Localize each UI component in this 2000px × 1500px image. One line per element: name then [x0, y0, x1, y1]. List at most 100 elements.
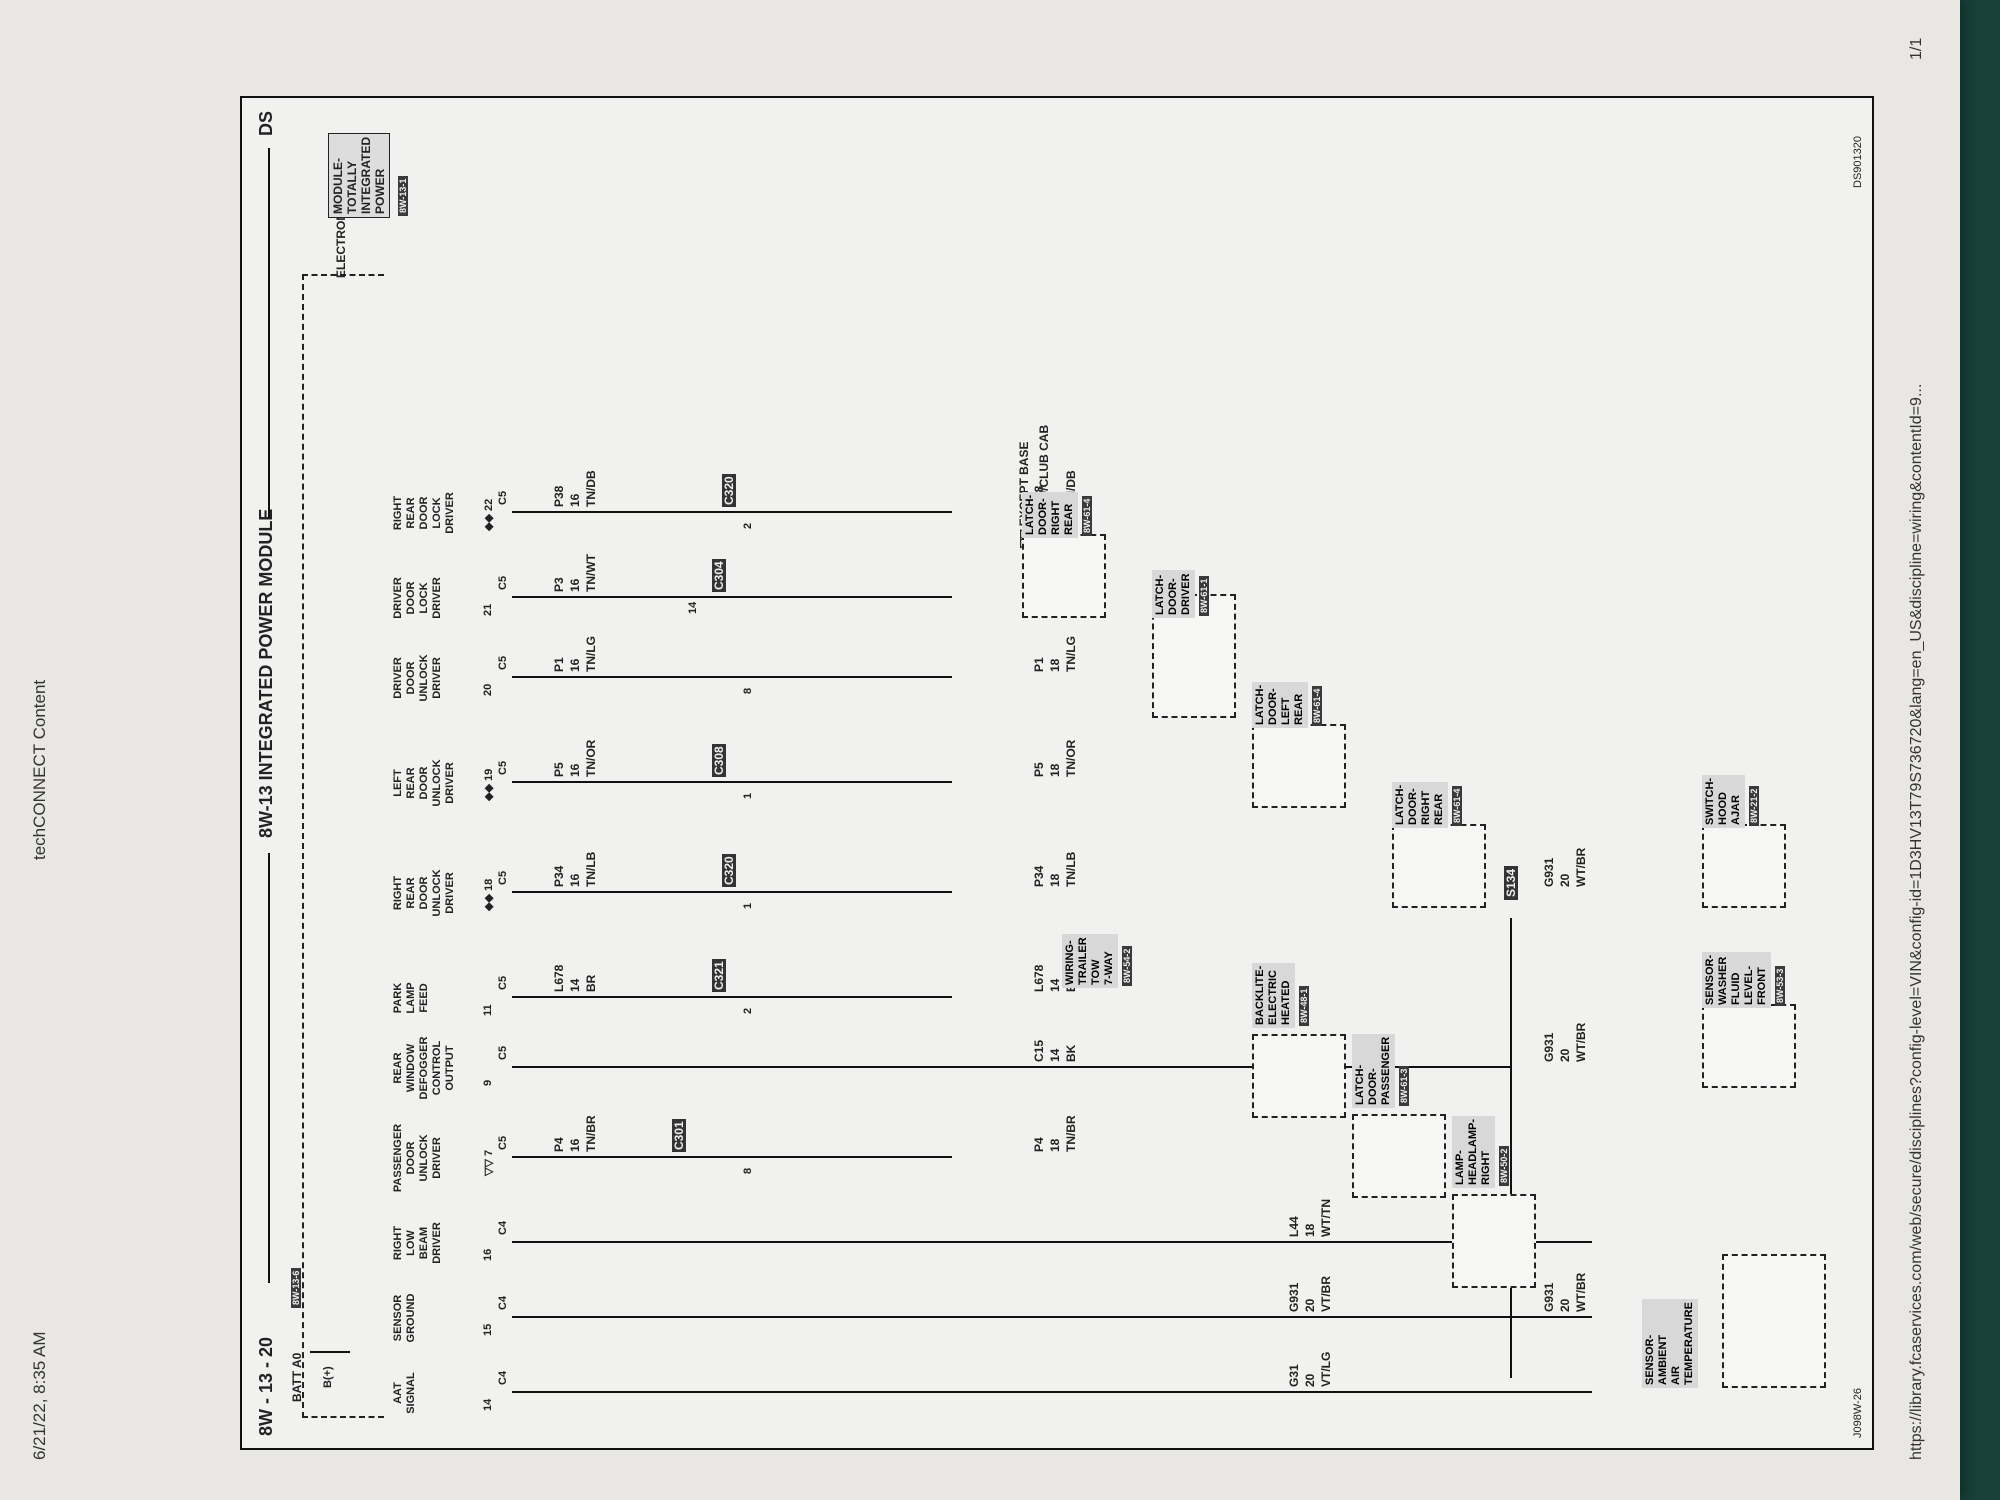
component-box [1252, 1034, 1346, 1118]
function-label: AAT SIGNAL [392, 1372, 417, 1414]
wire-gauge-bottom: 18 [1048, 1138, 1062, 1152]
wire-color-bottom: TN/LB [1064, 851, 1078, 887]
wire-code-bottom: C15 [1032, 1039, 1046, 1062]
harness-wire [512, 891, 952, 893]
component-label: BACKLITE- ELECTRIC HEATED [1252, 962, 1295, 1028]
function-label: DRIVER DOOR UNLOCK DRIVER [392, 654, 443, 702]
harness-wire [512, 676, 952, 678]
component-label: SENSOR- AMBIENT AIR TEMPERATURE [1642, 1299, 1698, 1388]
wire-code-bottom: L678 [1032, 964, 1046, 992]
inline-connector: C320 [722, 474, 736, 507]
component-box [1722, 1254, 1826, 1388]
harness-wire [512, 996, 952, 998]
component-label: SENSOR- WASHER FLUID LEVEL- FRONT [1702, 951, 1771, 1008]
component-ref: 8W-50-2 [1499, 1145, 1509, 1186]
wire-gauge-top: 16 [568, 873, 582, 887]
ground-bus-wire [1510, 918, 1512, 1378]
ground-wire-gauge: 20 [1558, 1298, 1572, 1312]
ground-wire-color: WT/BR [1574, 1272, 1588, 1312]
function-label: REAR WINDOW DEFOGGER CONTROL OUTPUT [392, 1036, 456, 1100]
wire-color-bottom: TN/LG [1064, 636, 1078, 672]
wire-gauge-top: 16 [568, 493, 582, 507]
connector-id: C4 [497, 1295, 509, 1310]
wire-gauge-top: 16 [568, 763, 582, 777]
component-label: LATCH- DOOR- PASSENGER [1352, 1033, 1395, 1108]
pin-number: 20 [482, 683, 494, 696]
inline-connector: C301 [672, 1119, 686, 1152]
module-label: MODULE- TOTALLY INTEGRATED POWER [328, 132, 390, 218]
wire-gauge-bottom: 20 [1303, 1298, 1317, 1312]
component-ref: 8W-61-1 [1199, 575, 1209, 616]
print-site-title: techCONNECT Content [30, 679, 49, 860]
connector-id: C5 [497, 1045, 509, 1060]
ground-wire-gauge: 20 [1558, 873, 1572, 887]
module-ref: 8W-13-1 [398, 175, 408, 216]
wire-gauge-top: 16 [568, 1138, 582, 1152]
inline-connector: C320 [722, 854, 736, 887]
wire-color-bottom: WT/TN [1319, 1199, 1333, 1237]
ground-wire-code: G931 [1542, 1282, 1556, 1312]
pin-number: 9 [482, 1079, 494, 1086]
wire-code-bottom: G931 [1287, 1282, 1301, 1312]
footer-right-code: DS901320 [1852, 136, 1864, 188]
wire-gauge-top: 16 [568, 578, 582, 592]
connector-id: C5 [497, 760, 509, 775]
wire-code-bottom: P5 [1032, 762, 1046, 777]
harness-wire [512, 1391, 1592, 1393]
connector-id: C5 [497, 575, 509, 590]
function-label: RIGHT LOW BEAM DRIVER [392, 1222, 443, 1264]
wire-color-top: TN/DB [584, 470, 598, 507]
pin-number: 14 [482, 1398, 494, 1411]
wire-gauge-bottom: 18 [1048, 658, 1062, 672]
connector-id: C4 [497, 1220, 509, 1235]
component-label: LATCH- DOOR- RIGHT REAR [1392, 781, 1448, 828]
wire-gauge-top: 16 [568, 658, 582, 672]
footer-left-code: J098W-26 [1852, 1388, 1864, 1438]
component-ref: 8W-21-2 [1749, 785, 1759, 826]
component-box [1392, 824, 1486, 908]
wire-code-bottom: P1 [1032, 657, 1046, 672]
inline-pin: 2 [742, 522, 754, 529]
component-label: LATCH- DOOR- LEFT REAR [1252, 681, 1308, 728]
wire-gauge-bottom: 14 [1048, 978, 1062, 992]
pin-number: ▽▽ 7 [483, 1149, 495, 1176]
wire-color-top: TN/LG [584, 636, 598, 672]
component-box [1022, 534, 1106, 618]
wire-color-bottom: TN/OR [1064, 739, 1078, 777]
wire-code-top: P1 [552, 657, 566, 672]
wire-color-bottom: VT/LG [1319, 1351, 1333, 1387]
inline-connector: C321 [712, 959, 726, 992]
wire-color-top: BR [584, 974, 598, 992]
title-rule-right [268, 148, 270, 518]
wire-color-top: TN/OR [584, 739, 598, 777]
component-ref: 8W-61-4 [1312, 685, 1322, 726]
wire-code-top: P38 [552, 485, 566, 507]
splice-label: S134 [1504, 865, 1518, 900]
component-ref: 8W-61-4 [1452, 785, 1462, 826]
component-label: SWITCH- HOOD AJAR [1702, 774, 1745, 828]
wire-gauge-bottom: 14 [1048, 1048, 1062, 1062]
print-timestamp: 6/21/22, 8:35 AM [30, 1331, 49, 1460]
wire-code-top: L678 [552, 964, 566, 992]
inline-pin: 14 [687, 601, 699, 614]
pin-number: 15 [482, 1323, 494, 1336]
diagram-title: 8W-13 INTEGRATED POWER MODULE [256, 508, 276, 838]
connector-id: C4 [497, 1370, 509, 1385]
wire-gauge-bottom: 18 [1303, 1223, 1317, 1237]
component-ref: 8W-53-3 [1775, 965, 1785, 1006]
connector-id: C5 [497, 655, 509, 670]
pin-number: 16 [482, 1248, 494, 1261]
function-label: PARK LAMP FEED [392, 982, 430, 1014]
inline-pin: 1 [742, 902, 754, 909]
print-page-number: 1/1 [1908, 37, 1925, 60]
wire-color-top: TN/LB [584, 851, 598, 887]
component-box [1252, 724, 1346, 808]
function-label: LEFT REAR DOOR UNLOCK DRIVER [392, 759, 456, 807]
wire-gauge-bottom: 18 [1048, 873, 1062, 887]
batt-ref: 8W-13-6 [291, 1267, 301, 1308]
connector-id: C5 [497, 1135, 509, 1150]
function-label: DRIVER DOOR LOCK DRIVER [392, 577, 443, 619]
component-box [1452, 1194, 1536, 1288]
wire-code-bottom: P4 [1032, 1137, 1046, 1152]
